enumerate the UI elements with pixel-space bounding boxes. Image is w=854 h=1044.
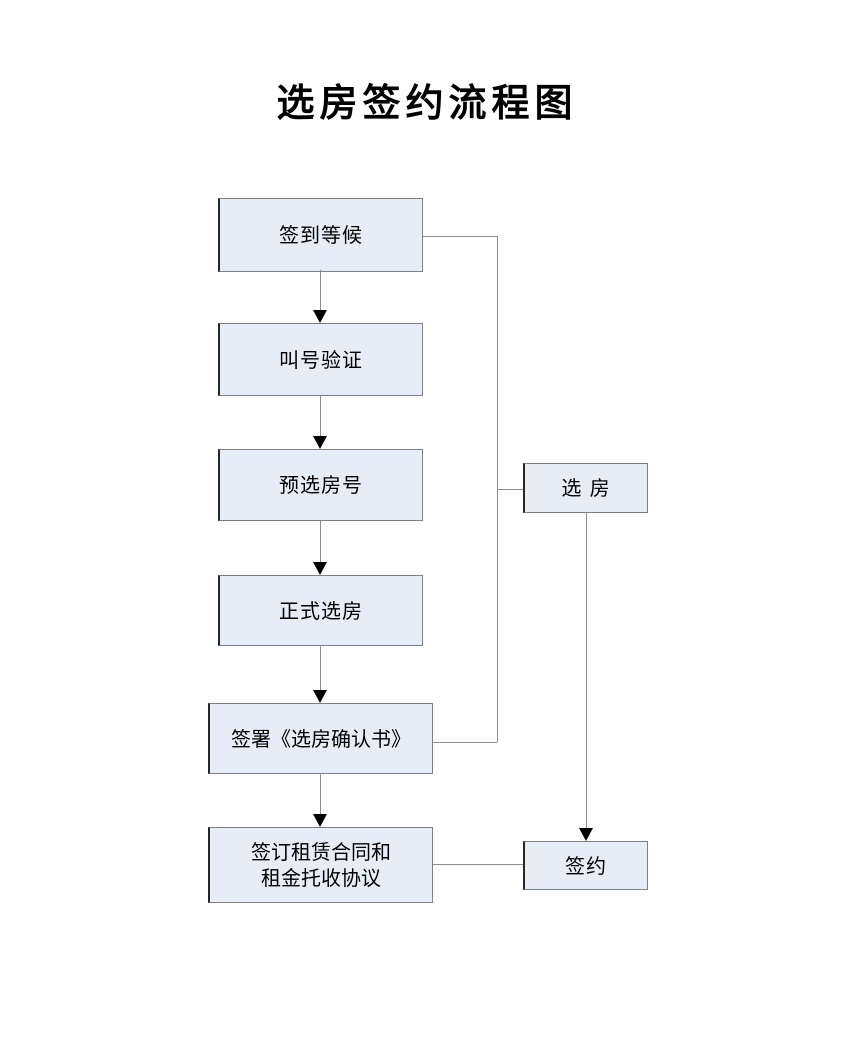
page-title: 选房签约流程图 (276, 80, 578, 125)
arrow-line-room-selection-to-signing (586, 513, 587, 828)
phase-box-contract-signing: 签约 (523, 841, 648, 890)
phase-label: 选 房 (561, 476, 611, 500)
flow-step-label-line2: 租金托收协议 (261, 866, 381, 890)
arrowhead-step4-step5 (313, 690, 327, 703)
flow-step-label: 签到等候 (279, 223, 363, 247)
arrowhead-step1-step2 (313, 310, 327, 323)
arrow-line-step4-step5 (320, 646, 321, 690)
connector-line-step6-to-signing (433, 864, 523, 865)
flow-step-formal-room-selection: 正式选房 (218, 575, 423, 646)
arrow-line-step2-step3 (320, 396, 321, 436)
flow-step-label: 叫号验证 (279, 347, 363, 372)
bracket-line-step5-right (433, 742, 497, 743)
flow-step-sign-lease-and-collection-agreement: 签订租赁合同和 租金托收协议 (208, 827, 433, 903)
flow-step-call-number-verify: 叫号验证 (218, 323, 423, 396)
flow-step-preselect-room-number: 预选房号 (218, 449, 423, 521)
bracket-line-to-room-selection (498, 489, 523, 490)
flow-step-label: 预选房号 (279, 473, 363, 497)
flow-step-label-line1: 签订租赁合同和 (251, 840, 391, 864)
bracket-line-step1-right (423, 236, 497, 237)
bracket-line-vertical (497, 236, 498, 742)
arrow-line-step1-step2 (320, 270, 321, 310)
arrow-line-step3-step4 (320, 521, 321, 562)
arrowhead-step3-step4 (313, 562, 327, 575)
phase-box-room-selection: 选 房 (523, 463, 648, 513)
flow-step-label: 签署《选房确认书》 (231, 726, 411, 751)
flow-step-label: 正式选房 (279, 598, 363, 623)
arrowhead-step5-step6 (313, 814, 327, 827)
phase-label: 签约 (565, 853, 607, 878)
flow-step-sign-confirmation-letter: 签署《选房确认书》 (208, 703, 433, 774)
arrow-line-step5-step6 (320, 774, 321, 814)
arrowhead-step2-step3 (313, 436, 327, 449)
arrowhead-room-selection-to-signing (579, 828, 593, 841)
flow-step-sign-in-wait: 签到等候 (218, 198, 423, 272)
